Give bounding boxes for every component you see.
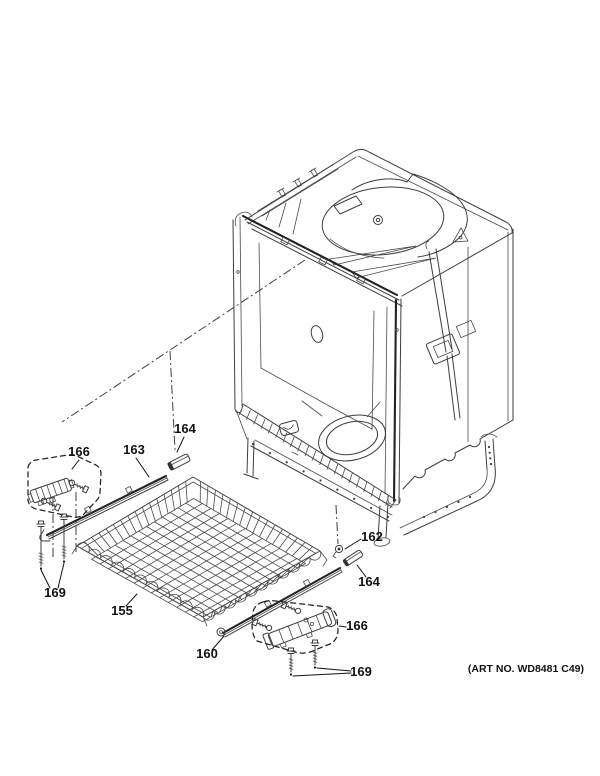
- lower-rack-155: [71, 476, 328, 627]
- callout-163: 163: [123, 442, 145, 457]
- projection-lines: [52, 259, 339, 558]
- side-strap: [425, 240, 477, 421]
- callout-160: 160: [196, 646, 218, 661]
- top-edge-clips: [257, 163, 339, 235]
- callout-169-left: 169: [44, 585, 66, 600]
- callout-166-right: 166: [346, 618, 368, 633]
- callout-155: 155: [111, 603, 133, 618]
- mount-bracket-166-left: [27, 454, 102, 518]
- callout-169-bottom: 169: [350, 664, 372, 679]
- end-cap-164-right: [342, 549, 364, 567]
- dishwasher-tub: [232, 149, 514, 547]
- art-number: (ART NO. WD8481 C49): [468, 663, 584, 675]
- grommet-162: [332, 544, 344, 559]
- leader-lines: [40, 436, 367, 677]
- sump-opening: [318, 414, 386, 462]
- back-wall-hole: [310, 325, 324, 343]
- callout-labels: 166 163 164 169 155 162 164 166 160 169: [44, 421, 383, 679]
- callout-164-top: 164: [174, 421, 196, 436]
- insulation-blanket-outline: [351, 173, 468, 258]
- screws-169-bottom: [286, 639, 320, 676]
- screws-169-left: [36, 513, 69, 570]
- tub-base: [235, 409, 498, 547]
- tub-top-recess: [321, 173, 469, 259]
- floor-fitting: [278, 420, 300, 436]
- rack-rail-163: [39, 474, 169, 542]
- rack-rail-160: [216, 566, 343, 638]
- end-cap-164-top: [167, 453, 191, 471]
- callout-164-right: 164: [358, 574, 380, 589]
- callout-166-left: 166: [68, 444, 90, 459]
- recycle-icon: [452, 227, 469, 243]
- mount-bracket-166-right: [251, 600, 339, 654]
- callout-162: 162: [361, 529, 383, 544]
- tub-interior: [258, 242, 386, 462]
- tub-front-frame: [232, 211, 403, 509]
